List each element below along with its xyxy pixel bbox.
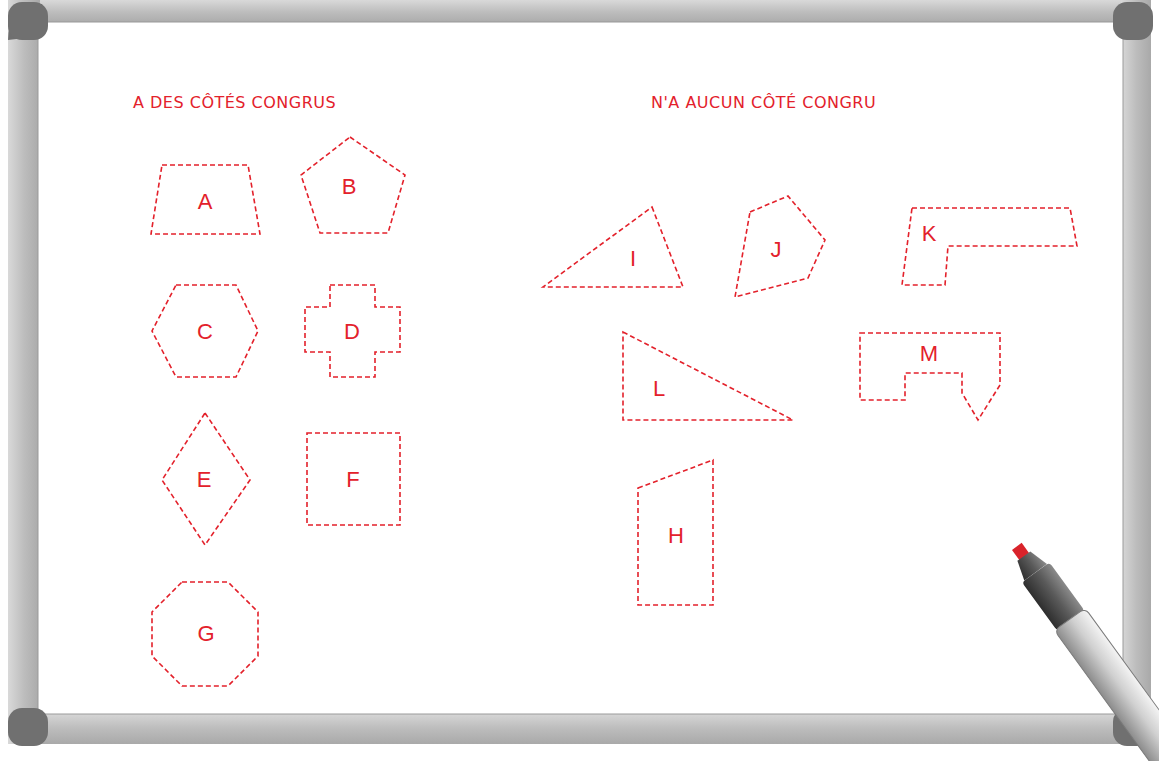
dashed-outline [543, 207, 683, 287]
shape-letter: H [668, 525, 684, 547]
outline-path [151, 165, 260, 234]
outline-path [543, 207, 683, 287]
dashed-outline [623, 332, 793, 420]
shape-letter: K [922, 223, 937, 245]
shape-letter: A [198, 191, 213, 213]
polygon-shape: M [860, 333, 1000, 420]
polygon-shape: A [151, 165, 260, 234]
polygon-shape: G [152, 582, 258, 686]
shape-letter: G [197, 623, 214, 645]
polygon-shape: F [307, 433, 400, 525]
outline-path [735, 196, 825, 297]
shape-letter: L [653, 378, 665, 400]
outline-path [860, 333, 1000, 420]
shape-letter: C [197, 321, 213, 343]
column-heading: A DES CÔTÉS CONGRUS [133, 95, 336, 111]
outline-path [305, 285, 400, 377]
polygon-shape: E [162, 413, 250, 545]
polygon-shape: C [152, 285, 258, 377]
shape-letter: J [771, 239, 782, 261]
polygon-shape: L [623, 332, 793, 420]
polygon-shape: D [305, 285, 400, 377]
polygon-shape: K [902, 208, 1077, 285]
shape-letter: F [346, 469, 359, 491]
column-heading: N'A AUCUN CÔTÉ CONGRU [651, 95, 876, 111]
polygon-shape: H [638, 460, 713, 605]
shape-letter: I [630, 248, 636, 270]
shape-letter: E [197, 469, 212, 491]
outline-path [162, 413, 250, 545]
shape-letter: D [344, 321, 360, 343]
polygon-shape: B [301, 137, 405, 233]
outline-path [638, 460, 713, 605]
outline-path [623, 332, 793, 420]
polygon-shape: I [543, 207, 683, 287]
shape-letter: M [920, 343, 938, 365]
outline-path [902, 208, 1077, 285]
dashed-outline [902, 208, 1077, 285]
outline-path [152, 285, 258, 377]
outline-path [301, 137, 405, 233]
outline-path [307, 433, 400, 525]
shape-letter: B [342, 176, 357, 198]
polygon-shape: J [735, 196, 825, 297]
outline-path [152, 582, 258, 686]
